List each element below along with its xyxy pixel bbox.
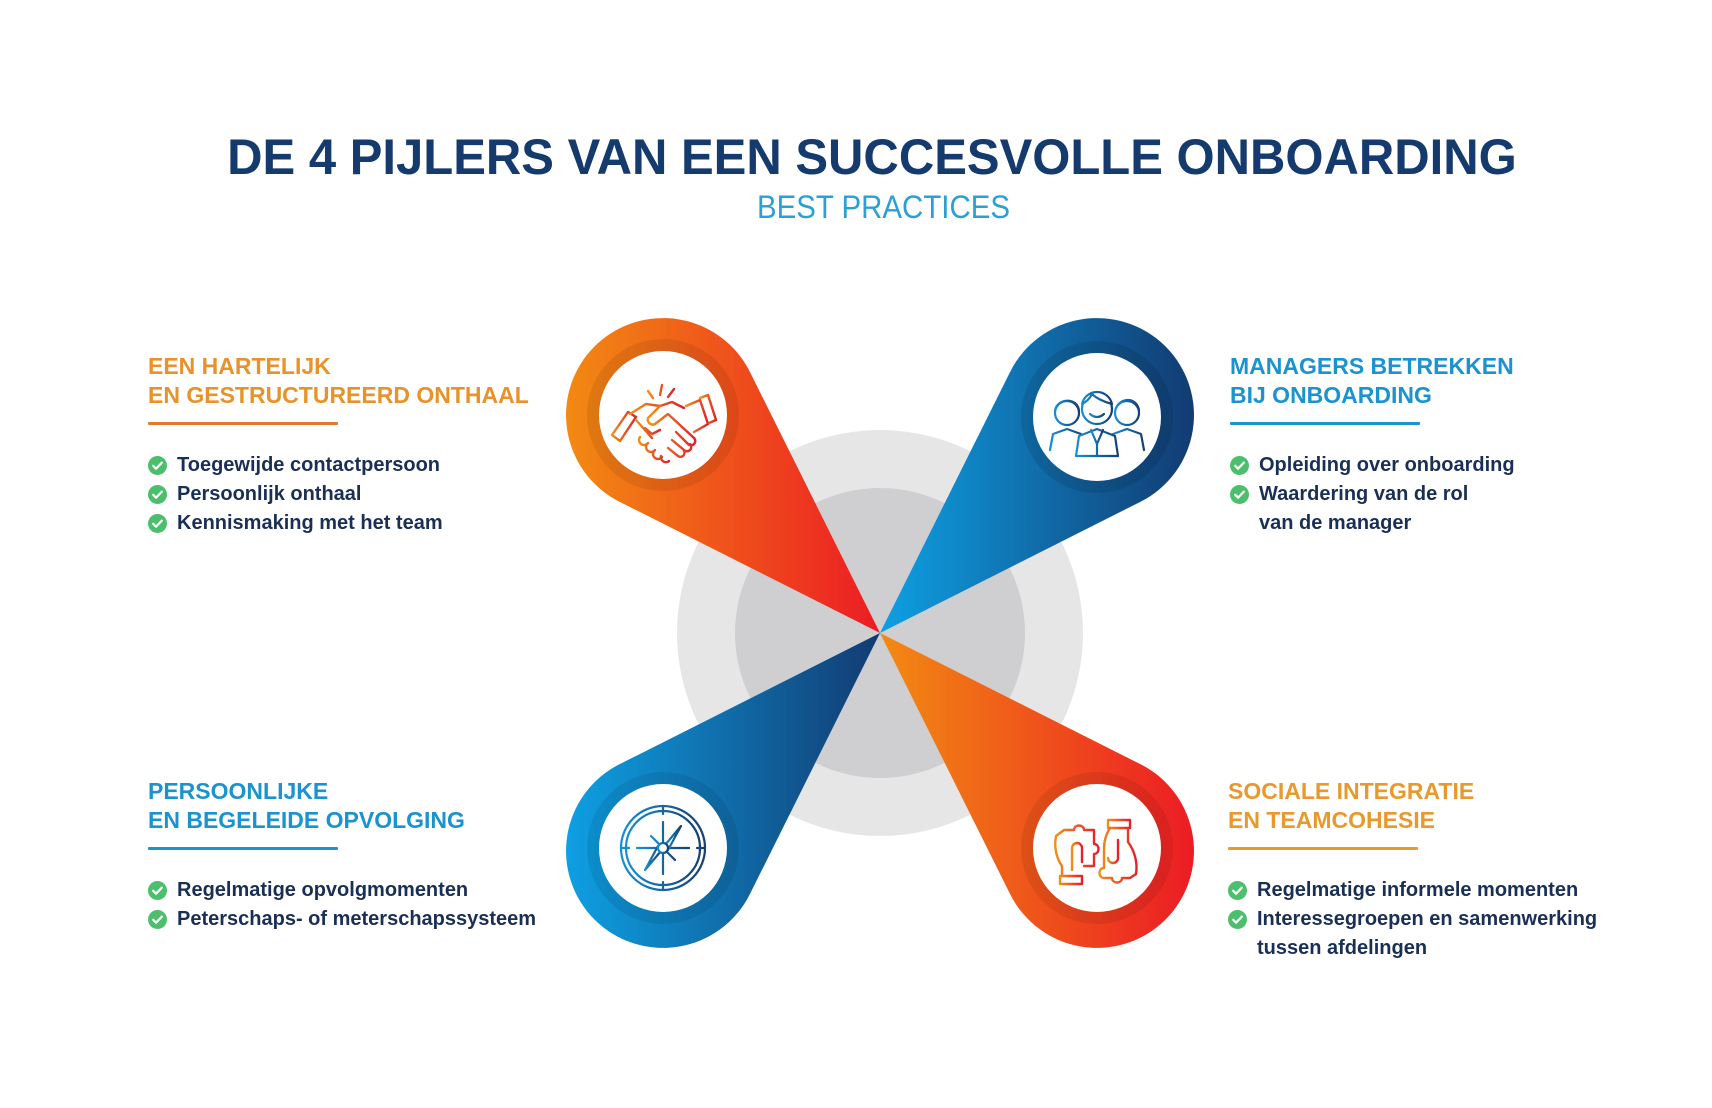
list-item: Toegewijde contactpersoon xyxy=(148,451,529,480)
check-circle-icon xyxy=(148,456,167,475)
check-circle-icon xyxy=(1230,456,1249,475)
pin-head-top-left xyxy=(587,339,739,491)
list-item: Regelmatige informele momenten xyxy=(1228,876,1597,905)
check-circle-icon xyxy=(1230,485,1249,504)
bullet-list: Toegewijde contactpersoon Persoonlijk on… xyxy=(148,451,529,538)
list-item: Waardering van de rol van de manager xyxy=(1230,480,1515,538)
team-people-icon xyxy=(1048,390,1146,458)
heading-line: MANAGERS BETREKKEN xyxy=(1230,353,1514,379)
list-item: Regelmatige opvolgmomenten xyxy=(148,876,536,905)
list-item: Opleiding over onboarding xyxy=(1230,451,1515,480)
handshake-icon xyxy=(610,383,718,464)
bullet-text: Toegewijde contactpersoon xyxy=(177,454,440,476)
pillar-heading: PERSOONLIJKE EN BEGELEIDE OPVOLGING xyxy=(148,777,536,835)
bullet-text: Persoonlijk onthaal xyxy=(177,483,362,505)
bullet-list: Regelmatige opvolgmomenten Peterschaps- … xyxy=(148,876,536,934)
page-subtitle: BEST PRACTICES xyxy=(756,189,1011,225)
bullet-text: Interessegroepen en samenwerking xyxy=(1257,908,1598,930)
check-circle-icon xyxy=(1228,881,1247,900)
heading-line: EN GESTRUCTUREERD ONTHAAL xyxy=(148,382,529,408)
puzzle-hands-icon xyxy=(1054,818,1138,886)
list-item: Kennismaking met het team xyxy=(148,509,529,538)
bullet-text: tussen afdelingen xyxy=(1257,937,1428,959)
heading-line: BIJ ONBOARDING xyxy=(1230,382,1432,408)
page-title: DE 4 PIJLERS VAN EEN SUCCESVOLLE ONBOARD… xyxy=(227,129,1517,185)
check-circle-icon xyxy=(148,485,167,504)
heading-underline xyxy=(1228,847,1418,850)
pillar-heading: MANAGERS BETREKKEN BIJ ONBOARDING xyxy=(1230,352,1515,410)
bullet-list: Opleiding over onboarding Waardering van… xyxy=(1230,451,1515,538)
check-circle-icon xyxy=(148,881,167,900)
bullet-text: Regelmatige informele momenten xyxy=(1257,879,1579,901)
heading-underline xyxy=(1230,422,1420,425)
bullet-text: Waardering van de rol xyxy=(1259,483,1469,505)
compass-icon xyxy=(619,804,707,892)
heading-line: SOCIALE INTEGRATIE xyxy=(1228,778,1475,804)
pillar-top-left: EEN HARTELIJK EN GESTRUCTUREERD ONTHAAL … xyxy=(148,352,529,538)
bullet-text: Peterschaps- of meterschapssysteem xyxy=(177,908,537,930)
bullet-text: van de manager xyxy=(1259,512,1412,534)
bullet-text: Kennismaking met het team xyxy=(177,512,443,534)
list-item: Peterschaps- of meterschapssysteem xyxy=(148,905,536,934)
list-item: Persoonlijk onthaal xyxy=(148,480,529,509)
heading-line: EN BEGELEIDE OPVOLGING xyxy=(148,807,465,833)
check-circle-icon xyxy=(148,910,167,929)
pillar-heading: SOCIALE INTEGRATIE EN TEAMCOHESIE xyxy=(1228,777,1597,835)
heading-underline xyxy=(148,847,338,850)
pillar-bottom-right: SOCIALE INTEGRATIE EN TEAMCOHESIE Regelm… xyxy=(1228,777,1597,963)
pillar-bottom-left: PERSOONLIJKE EN BEGELEIDE OPVOLGING Rege… xyxy=(148,777,536,934)
heading-line: EN TEAMCOHESIE xyxy=(1228,807,1436,833)
heading-underline xyxy=(148,422,338,425)
check-circle-icon xyxy=(148,514,167,533)
pillar-heading: EEN HARTELIJK EN GESTRUCTUREERD ONTHAAL xyxy=(148,352,529,410)
bullet-text: Opleiding over onboarding xyxy=(1259,454,1515,476)
bullet-list: Regelmatige informele momenten Interesse… xyxy=(1228,876,1597,963)
heading-line: PERSOONLIJKE xyxy=(148,778,329,804)
heading-line: EEN HARTELIJK xyxy=(148,353,331,379)
check-circle-icon xyxy=(1228,910,1247,929)
pillar-top-right: MANAGERS BETREKKEN BIJ ONBOARDING Opleid… xyxy=(1230,352,1515,538)
pin-head-bottom-right xyxy=(1021,772,1173,924)
bullet-text: Regelmatige opvolgmomenten xyxy=(177,879,469,901)
list-item: Interessegroepen en samenwerking tussen a… xyxy=(1228,905,1597,963)
